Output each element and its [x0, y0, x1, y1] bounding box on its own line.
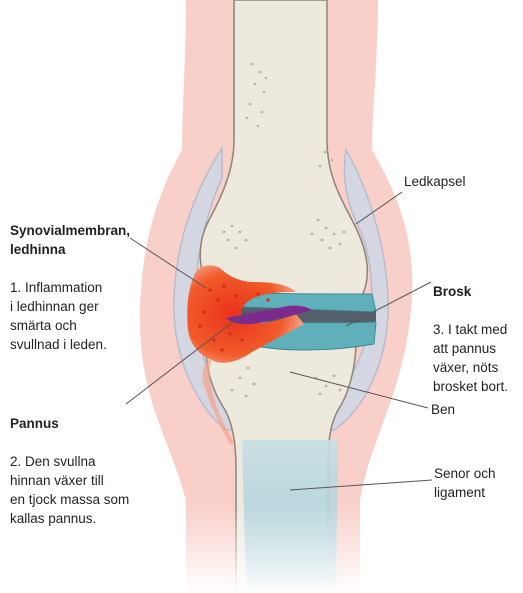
- label-synovial-membrane: Synovialmembran, ledhinna 1. Inflammatio…: [10, 202, 160, 373]
- label-tendons-ligaments: Senor och ligament: [434, 464, 523, 502]
- label-cartilage: Brosk 3. I takt med att pannus växer, nö…: [433, 263, 523, 415]
- pannus-title: Pannus: [10, 414, 160, 433]
- synovial-description: 1. Inflammation i ledhinnan ger smärta o…: [10, 278, 160, 354]
- pannus-description: 2. Den svullna hinnan växer till en tjoc…: [10, 452, 160, 528]
- label-pannus: Pannus 2. Den svullna hinnan växer till …: [10, 395, 160, 547]
- synovial-title: Synovialmembran, ledhinna: [10, 221, 160, 259]
- brosk-title: Brosk: [433, 282, 523, 301]
- label-joint-capsule: Ledkapsel: [404, 172, 466, 191]
- brosk-description: 3. I takt med att pannus växer, nöts bro…: [433, 320, 523, 396]
- label-bone: Ben: [431, 400, 455, 419]
